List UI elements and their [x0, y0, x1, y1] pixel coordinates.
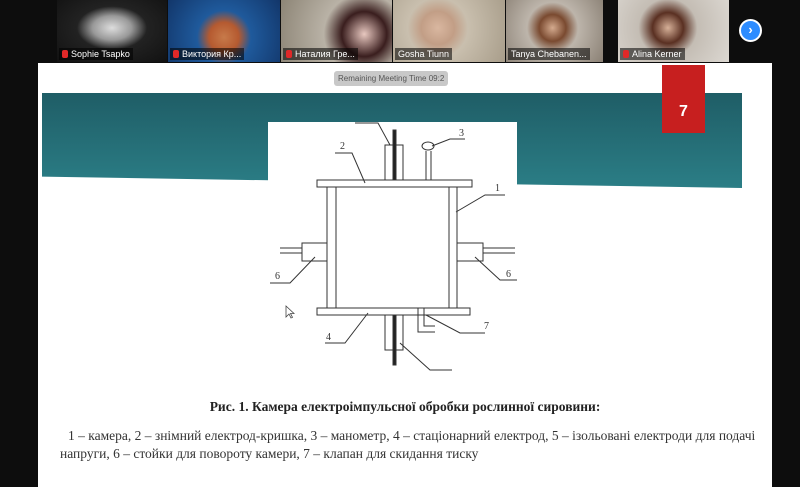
- participant-name: Tanya Chebanen...: [511, 49, 587, 59]
- participant-tile[interactable]: Виктория Кр...: [168, 0, 280, 62]
- participant-name: Наталия Гре...: [295, 49, 355, 59]
- slide-number-badge: 7: [662, 65, 705, 133]
- participant-tile[interactable]: Наталия Гре...: [281, 0, 392, 62]
- muted-mic-icon: [173, 50, 179, 58]
- participant-tile[interactable]: Alina Kerner: [618, 0, 729, 62]
- mouse-cursor-icon: [285, 305, 295, 319]
- meeting-timer: Remaining Meeting Time 09:2: [334, 71, 449, 86]
- label-1: 1: [495, 183, 500, 194]
- figure-caption: Рис. 1. Камера електроімпульсної обробки…: [209, 399, 601, 414]
- participant-tile[interactable]: Tanya Chebanen...: [506, 0, 603, 62]
- participant-name: Gosha Tiunn: [398, 49, 450, 59]
- label-6-left: 6: [275, 271, 280, 282]
- label-7: 7: [484, 321, 489, 332]
- label-6-right: 6: [506, 269, 511, 280]
- participant-name: Виктория Кр...: [182, 49, 242, 59]
- muted-mic-icon: [62, 50, 68, 58]
- chevron-right-icon: ›: [748, 22, 753, 37]
- participant-tile[interactable]: Sophie Tsapko: [57, 0, 167, 62]
- label-2: 2: [340, 141, 345, 152]
- muted-mic-icon: [286, 50, 292, 58]
- label-4: 4: [326, 332, 331, 343]
- participant-tile[interactable]: Gosha Tiunn: [393, 0, 505, 62]
- participant-name: Alina Kerner: [632, 49, 682, 59]
- label-3: 3: [459, 128, 464, 139]
- muted-mic-icon: [623, 50, 629, 58]
- chamber-diagram: 1 2 3 4 6 6 7: [268, 122, 517, 375]
- next-participants-button[interactable]: ›: [739, 19, 762, 42]
- participant-name: Sophie Tsapko: [71, 49, 130, 59]
- figure-legend: 1 – камера, 2 – знімний електрод-кришка,…: [60, 428, 756, 461]
- shared-slide: 7 Remaining Meeting Time 09:2 1 2 3 4 6 …: [38, 63, 772, 487]
